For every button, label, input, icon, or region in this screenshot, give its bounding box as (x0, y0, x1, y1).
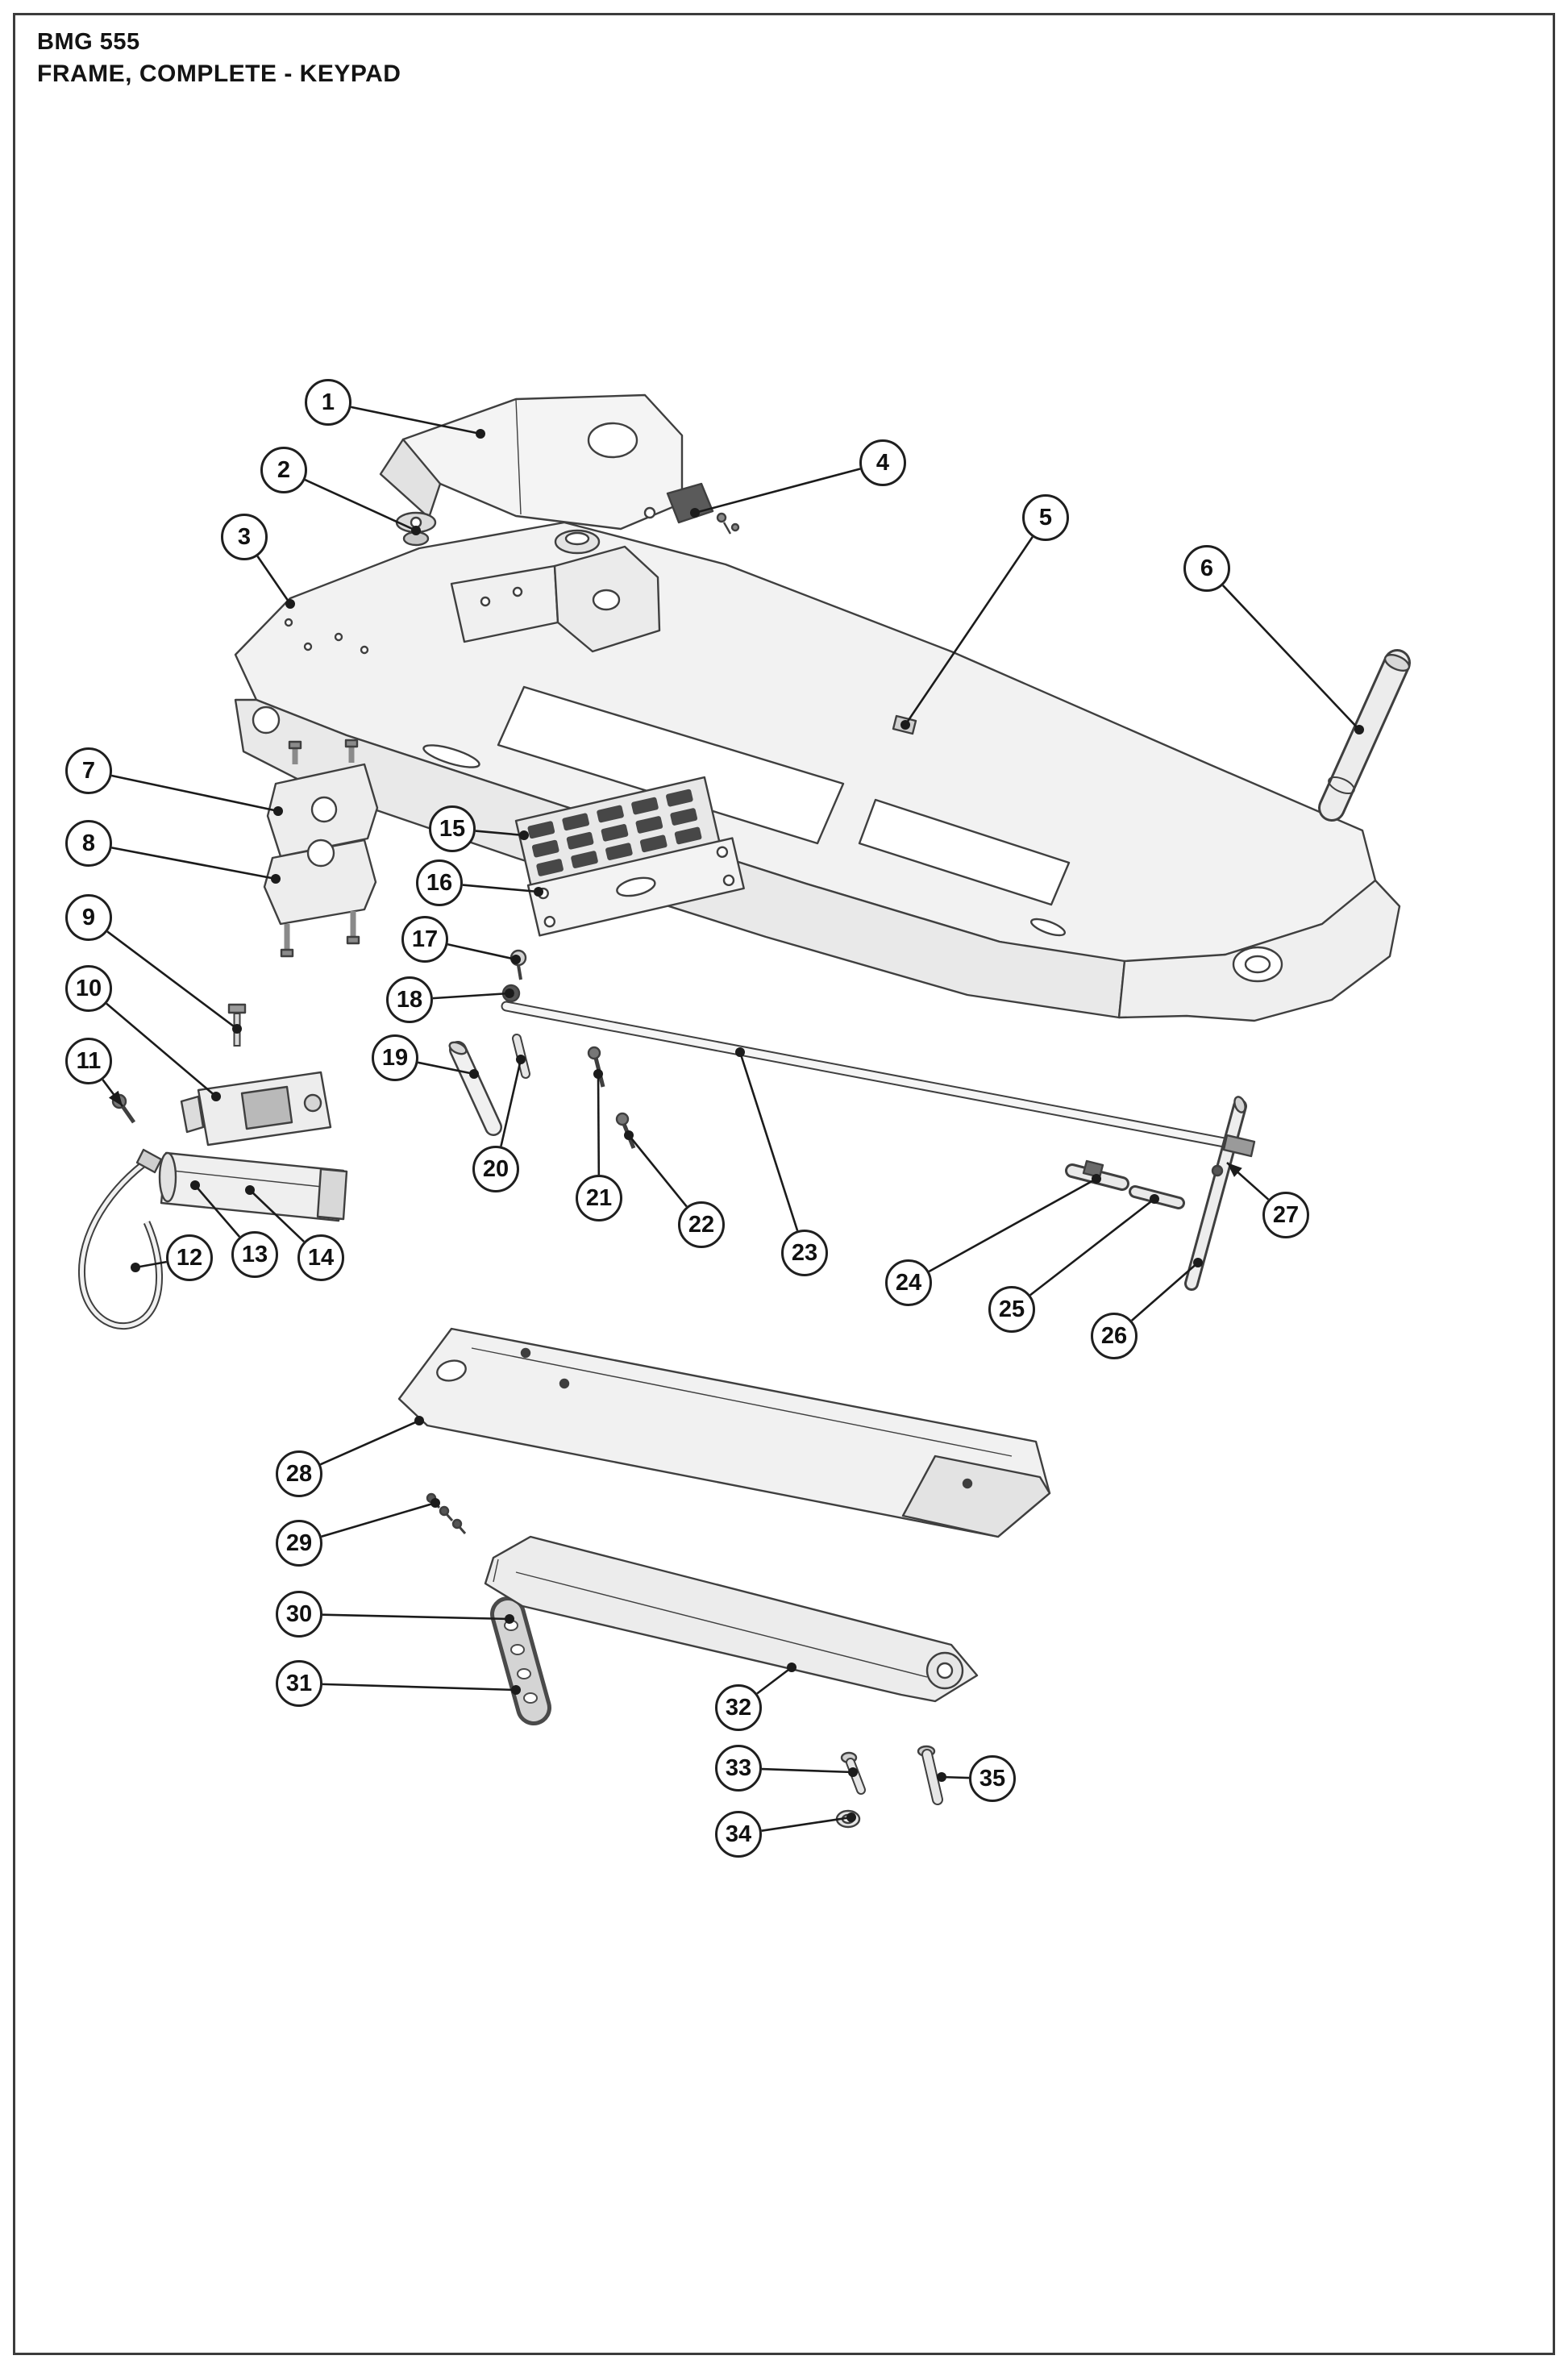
lower-frame-drawing (397, 1327, 1051, 1538)
small-pins-drawing (835, 1745, 943, 1829)
pivot-pin-drawing (1318, 649, 1411, 822)
bolt-drawing (227, 1003, 247, 1047)
plate-screws-drawing (426, 1492, 467, 1534)
bracket-assembly-drawing (263, 739, 379, 958)
title-block: BMG 555 FRAME, COMPLETE - KEYPAD (37, 29, 401, 88)
top-cover-drawing (379, 393, 684, 531)
grommet-drawing (395, 511, 437, 547)
lower-arm-drawing (484, 1535, 979, 1703)
small-screw-drawing (111, 1093, 136, 1124)
lanyard-cable-drawing (77, 1148, 163, 1330)
keypad-drawing (514, 776, 722, 889)
frame-pedestal-drawing (450, 529, 661, 653)
chain-drawing (490, 1596, 551, 1725)
doc-title: FRAME, COMPLETE - KEYPAD (37, 60, 401, 87)
linkage-rods-drawing (448, 1001, 1256, 1291)
main-frame-drawing (234, 521, 1401, 1022)
hinge-bracket-drawing (666, 482, 740, 535)
keypad-fasteners-drawing (501, 949, 527, 1003)
doc-code: BMG 555 (37, 29, 140, 55)
keypad-plate-drawing (526, 837, 745, 937)
slide-block-drawing (158, 1151, 348, 1222)
latch-assembly-drawing (180, 1071, 332, 1147)
